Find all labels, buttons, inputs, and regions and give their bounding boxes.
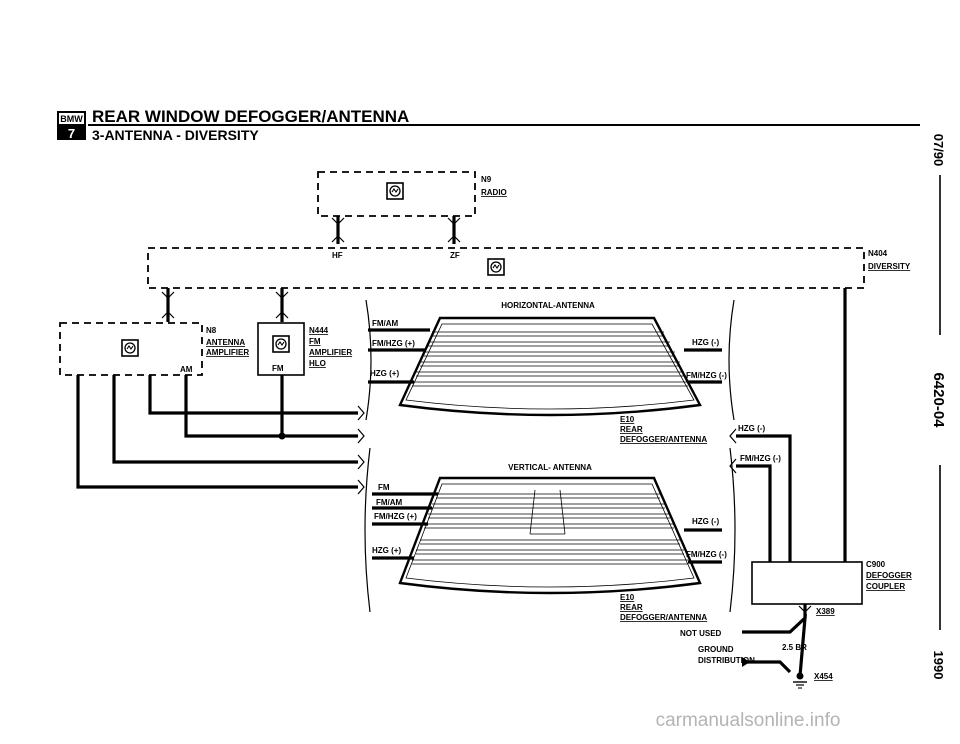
antenna-amp-id: N8 <box>206 326 217 335</box>
vertical-name-2: DEFOGGER/ANTENNA <box>620 613 707 622</box>
bmw-badge-label: BMW <box>60 114 83 124</box>
wire-gauge-label: 2.5 BR <box>782 643 807 652</box>
diversity-pin-hf: HF <box>332 251 343 260</box>
diversity-name: DIVERSITY <box>868 262 911 271</box>
coupler-name-1: DEFOGGER <box>866 571 912 580</box>
bmw-series-number: 7 <box>68 126 75 141</box>
vertical-antenna: VERTICAL- ANTENNA FM FM/AM FM/HZG (+) HZ… <box>364 447 736 622</box>
radio-diversity-connectors <box>331 216 461 244</box>
vertical-pin-hzg-minus: HZG (-) <box>692 517 719 526</box>
fm-amp-name-1: FM <box>309 337 321 346</box>
antenna-amp-name-1: ANTENNA <box>206 338 245 347</box>
ground-label-2: DISTRIBUTION <box>698 656 755 665</box>
diversity-icon <box>487 258 505 276</box>
diversity-id: N404 <box>868 249 888 258</box>
vertical-id: E10 <box>620 593 635 602</box>
page-title: REAR WINDOW DEFOGGER/ANTENNA <box>92 107 409 126</box>
page-subtitle: 3-ANTENNA - DIVERSITY <box>92 127 259 143</box>
radio-module: N9 RADIO <box>317 171 507 217</box>
horizontal-pin-hzg-minus: HZG (-) <box>692 338 719 347</box>
defogger-coupler: HZG (-) FM/HZG (-) C900 DEFOGGER COUPLER <box>729 424 912 605</box>
connector-x454: X454 <box>814 672 833 681</box>
margin-date: 07/90 <box>931 134 946 167</box>
margin-index: 07/90 6420-04 1990 <box>930 134 947 680</box>
fm-amplifier: FM N444 FM AMPLIFIER HLO <box>257 322 352 376</box>
horizontal-id: E10 <box>620 415 635 424</box>
horizontal-name-1: REAR <box>620 425 643 434</box>
vertical-title: VERTICAL- ANTENNA <box>508 463 592 472</box>
watermark: carmanualsonline.info <box>656 710 841 731</box>
horizontal-pin-fm-hzg-minus: FM/HZG (-) <box>686 371 727 380</box>
vertical-name-1: REAR <box>620 603 643 612</box>
margin-year: 1990 <box>931 651 946 680</box>
vertical-pin-fm-hzg-plus: FM/HZG (+) <box>374 512 417 521</box>
horizontal-name-2: DEFOGGER/ANTENNA <box>620 435 707 444</box>
margin-code: 6420-04 <box>930 372 947 428</box>
horizontal-pin-fm-hzg-plus: FM/HZG (+) <box>372 339 415 348</box>
coupler-id: C900 <box>866 560 886 569</box>
left-wiring <box>76 375 365 495</box>
header: BMW 7 REAR WINDOW DEFOGGER/ANTENNA 3-ANT… <box>57 107 920 143</box>
radio-name: RADIO <box>481 188 507 197</box>
not-used-label: NOT USED <box>680 629 722 638</box>
radio-id: N9 <box>481 175 492 184</box>
vertical-pin-fm: FM <box>378 483 390 492</box>
vertical-pin-fm-am: FM/AM <box>376 498 403 507</box>
vertical-pin-hzg-plus: HZG (+) <box>372 546 401 555</box>
radio-icon <box>386 182 404 200</box>
diversity-pin-zf: ZF <box>450 251 460 260</box>
ground-label-1: GROUND <box>698 645 734 654</box>
antenna-amplifier: N8 ANTENNA AMPLIFIER AM <box>59 322 249 376</box>
fm-amp-id: N444 <box>309 326 329 335</box>
fm-amp-name-2: AMPLIFIER <box>309 348 352 357</box>
antenna-amp-pin-am: AM <box>180 365 193 374</box>
vertical-pin-fm-hzg-minus: FM/HZG (-) <box>686 550 727 559</box>
fm-amp-icon <box>272 335 290 353</box>
coupler-name-2: COUPLER <box>866 582 905 591</box>
horizontal-pin-hzg-plus: HZG (+) <box>370 369 399 378</box>
ground-distribution: X389 NOT USED 2.5 BR GROUND DISTRIBUTION… <box>680 604 835 689</box>
diversity-module: HF ZF N404 DIVERSITY <box>147 247 911 289</box>
coupler-pin-hzg-minus: HZG (-) <box>738 424 765 433</box>
coupler-pin-fm-hzg-minus: FM/HZG (-) <box>740 454 781 463</box>
fm-amp-pin-fm: FM <box>272 364 284 373</box>
horizontal-title: HORIZONTAL-ANTENNA <box>501 301 595 310</box>
antenna-amp-icon <box>121 339 139 357</box>
diversity-connectors <box>161 288 847 562</box>
antenna-amp-name-2: AMPLIFIER <box>206 348 249 357</box>
horizontal-antenna: HORIZONTAL-ANTENNA FM/AM FM/HZG (+) HZG … <box>365 299 735 444</box>
horizontal-pin-fm-am: FM/AM <box>372 319 399 328</box>
connector-x389: X389 <box>816 607 835 616</box>
fm-amp-name-3: HLO <box>309 359 326 368</box>
